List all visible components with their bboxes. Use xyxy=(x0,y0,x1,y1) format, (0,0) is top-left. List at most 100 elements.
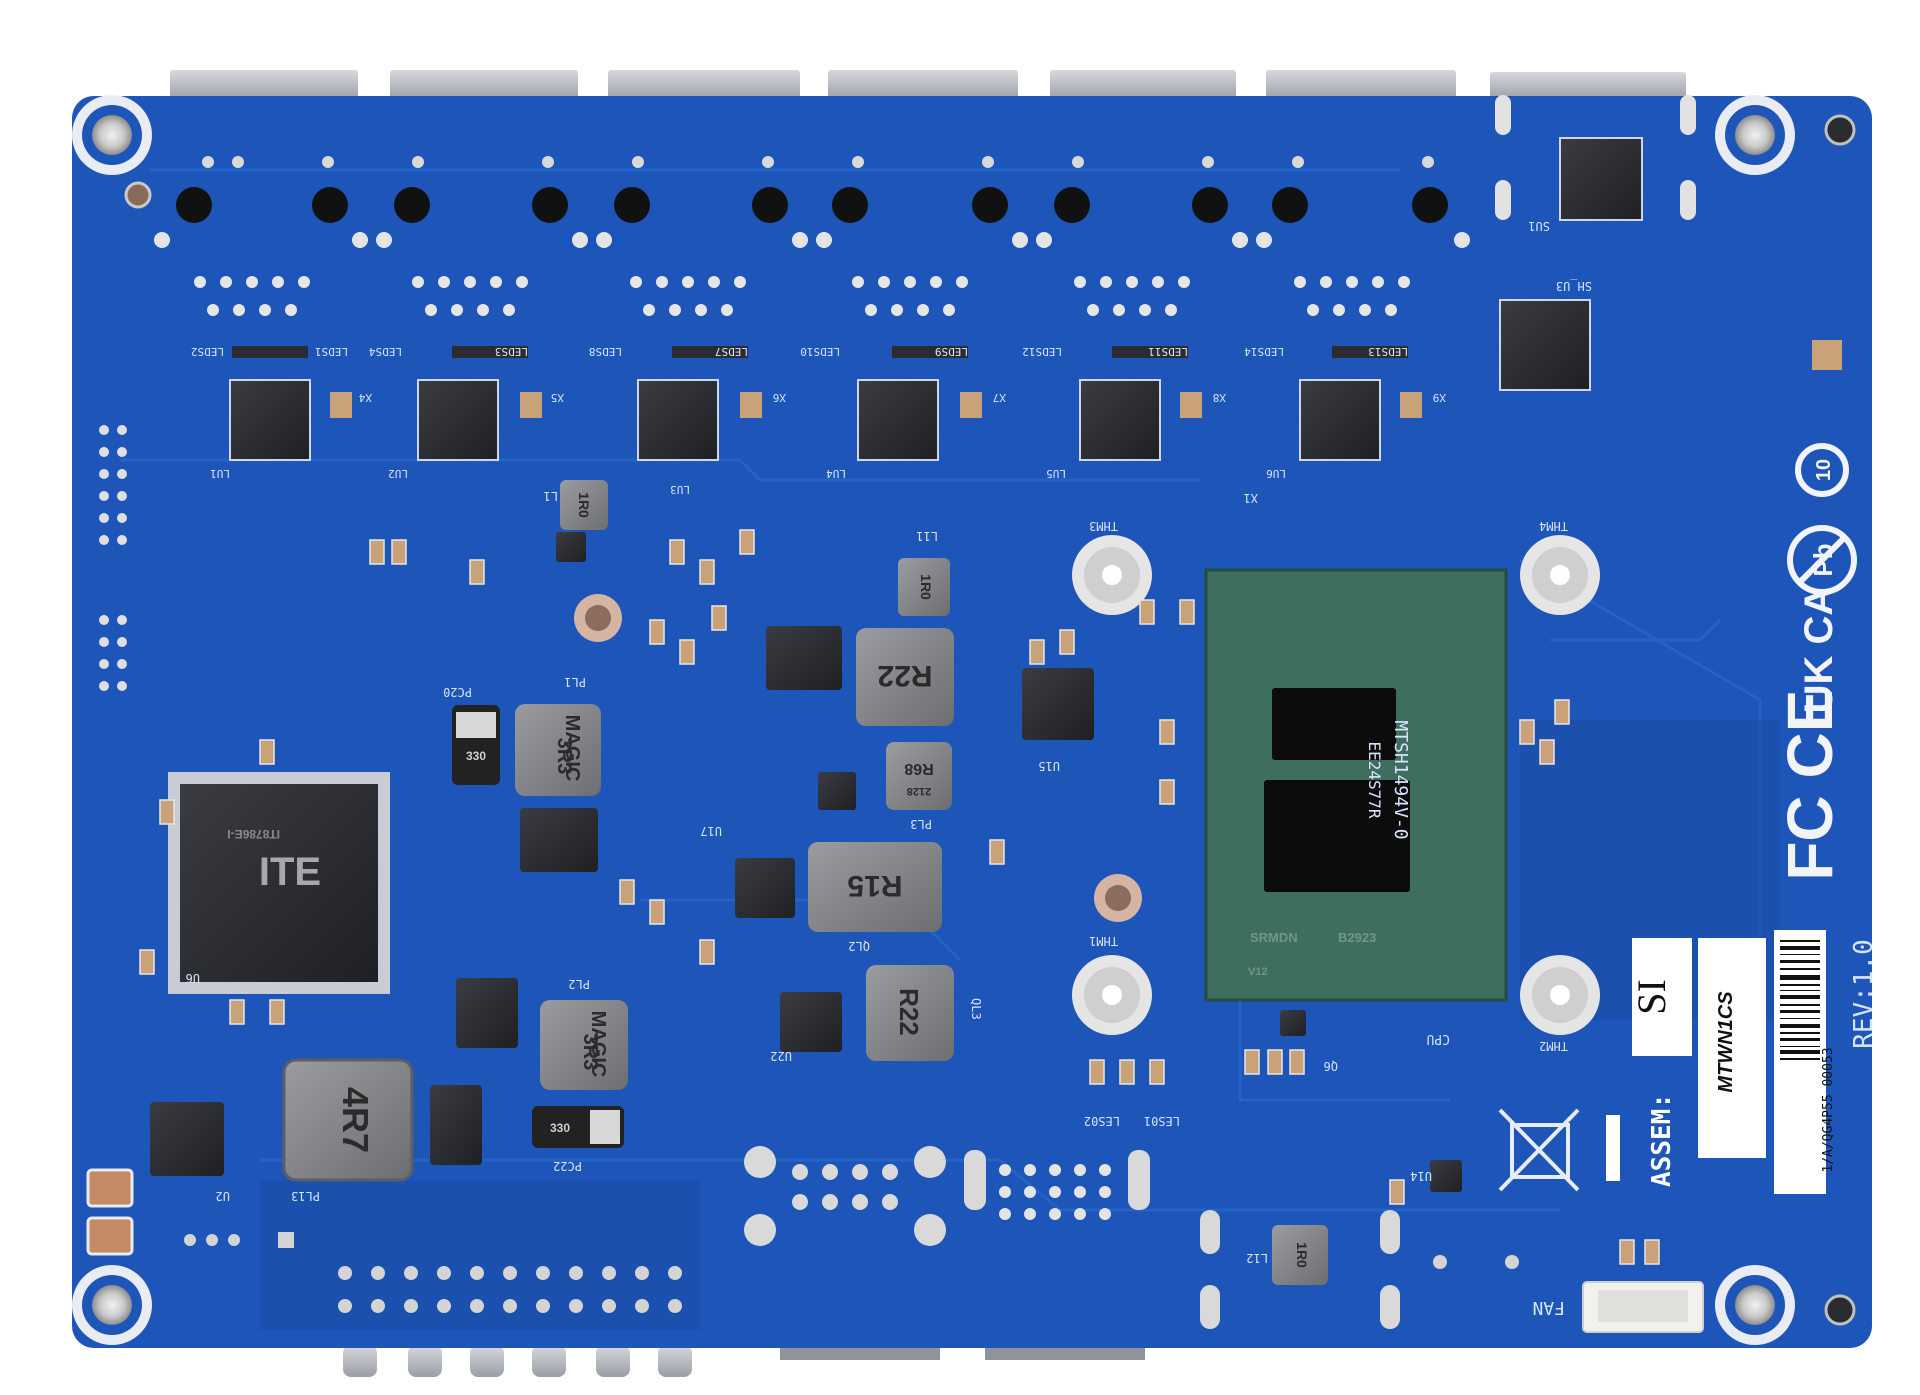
inductor-magic-1: MAGIC xyxy=(561,715,583,782)
l11-designator: L11 xyxy=(916,529,938,543)
rohs-10-mark: 10 xyxy=(1795,443,1849,497)
inductor-magic-2: MAGIC xyxy=(587,1011,609,1078)
board-id: EE24S77R xyxy=(1365,741,1384,818)
ite-logo: ITE xyxy=(259,850,321,894)
x6-designator: X6 xyxy=(773,391,786,404)
ite-part-number: IT8786E-I xyxy=(227,827,280,841)
thm4-designator: THM4 xyxy=(1539,519,1568,533)
polymer-capacitors: 330 330 xyxy=(452,705,624,1148)
board-code: MTSH1494V-0 xyxy=(1390,720,1411,839)
passive-components xyxy=(139,529,1660,1265)
weee-bin-icon xyxy=(1498,1108,1580,1192)
pb-free-mark: Pb xyxy=(1787,525,1857,595)
lu3-designator: LU3 xyxy=(670,483,690,496)
leds13-designator: LEDS13 xyxy=(1368,345,1408,358)
u17-designator: U17 xyxy=(700,824,722,838)
lu1-designator: LU1 xyxy=(210,467,230,480)
pc20-designator: PC20 xyxy=(443,685,472,699)
x4-designator: X4 xyxy=(358,391,372,404)
inductor-magic-1-value: 3R3 xyxy=(553,738,575,775)
ql3-designator: QL3 xyxy=(969,998,983,1020)
thm1-designator: THM1 xyxy=(1089,934,1118,948)
fan-label: FAN xyxy=(1532,1297,1565,1318)
cap-330-b: 330 xyxy=(550,1121,570,1135)
rev-label: REV:1.0 xyxy=(1849,939,1879,1049)
power-chips xyxy=(150,532,1462,1192)
inductor-4r7: 4R7 xyxy=(335,1087,376,1153)
cpu-marking-2: B2923 xyxy=(1338,930,1376,945)
cert-pb: Pb xyxy=(1808,543,1838,576)
su1-designator: SU1 xyxy=(1528,219,1550,233)
mounting-holes xyxy=(72,95,1856,1345)
lan-controller-chips xyxy=(229,346,1422,461)
lan-led-row xyxy=(154,156,1470,248)
bottom-left-caps xyxy=(86,1168,134,1256)
x8-designator: X8 xyxy=(1213,391,1226,404)
u15-designator: U15 xyxy=(1038,759,1060,773)
pl1-designator: PL1 xyxy=(564,675,586,689)
u2-designator: U2 xyxy=(216,1189,230,1203)
ite-super-io-chip: ITE IT8786E-I xyxy=(168,772,390,994)
inductor-1r0-b: 1R0 xyxy=(918,574,934,600)
leds9-designator: LEDS9 xyxy=(935,345,968,358)
thm3-designator: THM3 xyxy=(1089,519,1118,533)
cpu-package: SRMDN B2923 V12 xyxy=(1204,568,1508,1002)
inductor-r68-code: 2128 xyxy=(907,785,931,797)
x9-designator: X9 xyxy=(1433,391,1446,404)
cpu-marking-3: V12 xyxy=(1248,966,1268,978)
x7-designator: X7 xyxy=(993,391,1006,404)
leds4-designator: LEDS4 xyxy=(369,345,402,358)
lu6-designator: LU6 xyxy=(1266,467,1286,480)
u22-designator: U22 xyxy=(770,1049,792,1063)
l12-designator: L12 xyxy=(1246,1251,1268,1265)
barcode-text: 1/A/QG4P55 00053 xyxy=(1821,1047,1836,1172)
u6-designator: U6 xyxy=(186,971,200,985)
pl3-designator: PL3 xyxy=(910,817,932,831)
inductors: R22 R15 R22 R68 2128 MAGIC 3R3 MAGIC 3R3… xyxy=(282,480,1328,1285)
silkscreen-text: REV:1.0 MTSH1494V-0 EE24S77R CPU U6 U2 P… xyxy=(186,219,1879,1265)
inductor-1r0-a: 1R0 xyxy=(576,492,592,518)
pl2-designator: PL2 xyxy=(568,977,590,991)
l1-designator: L1 xyxy=(544,489,558,503)
u14-designator: U14 xyxy=(1410,1169,1432,1183)
heatsink-standoffs xyxy=(574,535,1600,1035)
leds12-designator: LEDS12 xyxy=(1022,345,1062,358)
leds11-designator: LEDS11 xyxy=(1148,345,1188,358)
leds2-designator: LEDS2 xyxy=(191,345,224,358)
pin-header-pads xyxy=(184,1232,1519,1313)
assembly-label: SI MTWN1CS ASSEM: 1/A/QG4P55 00053 xyxy=(1606,930,1836,1194)
sh-u3-designator: SH_U3 xyxy=(1556,279,1592,293)
x5-designator: X5 xyxy=(551,391,564,404)
inductor-1r0-c: 1R0 xyxy=(1294,1242,1310,1268)
thm2-designator: THM2 xyxy=(1539,1039,1568,1053)
cap-330-a: 330 xyxy=(466,749,486,763)
leds7-designator: LEDS7 xyxy=(715,345,748,358)
leds8-designator: LEDS8 xyxy=(589,345,622,358)
certification-marks: 10 Pb UK CA CE FC xyxy=(1774,443,1857,881)
cert-ce: CE xyxy=(1774,690,1846,779)
x1-designator: X1 xyxy=(1244,491,1258,505)
si-mark: SI xyxy=(1629,979,1674,1015)
left-edge-pads xyxy=(99,425,127,691)
les01-designator: LES01 xyxy=(1144,1114,1180,1128)
lan-port-row xyxy=(170,70,1686,100)
leds1-designator: LEDS1 xyxy=(315,345,348,358)
lu5-designator: LU5 xyxy=(1046,467,1066,480)
inductor-magic-2-value: 3R3 xyxy=(579,1034,601,1071)
bottom-pads xyxy=(744,1146,1400,1329)
pl13-designator: PL13 xyxy=(291,1189,320,1203)
cert-10: 10 xyxy=(1813,459,1835,481)
leds10-designator: LEDS10 xyxy=(800,345,840,358)
assem-label: ASSEM: xyxy=(1647,1093,1677,1187)
lu4-designator: LU4 xyxy=(826,467,846,480)
lu2-designator: LU2 xyxy=(388,467,408,480)
cpu-designator: CPU xyxy=(1427,1031,1450,1046)
ql2-designator: QL2 xyxy=(848,939,870,953)
lan-pad-arrays xyxy=(194,276,1410,316)
leds3-designator: LEDS3 xyxy=(495,345,528,358)
les02-designator: LES02 xyxy=(1084,1114,1120,1128)
inductor-r22-bottom: R22 xyxy=(894,988,924,1036)
cert-ukca: UK CA xyxy=(1797,587,1841,714)
bga-pad-grid xyxy=(999,1164,1111,1220)
